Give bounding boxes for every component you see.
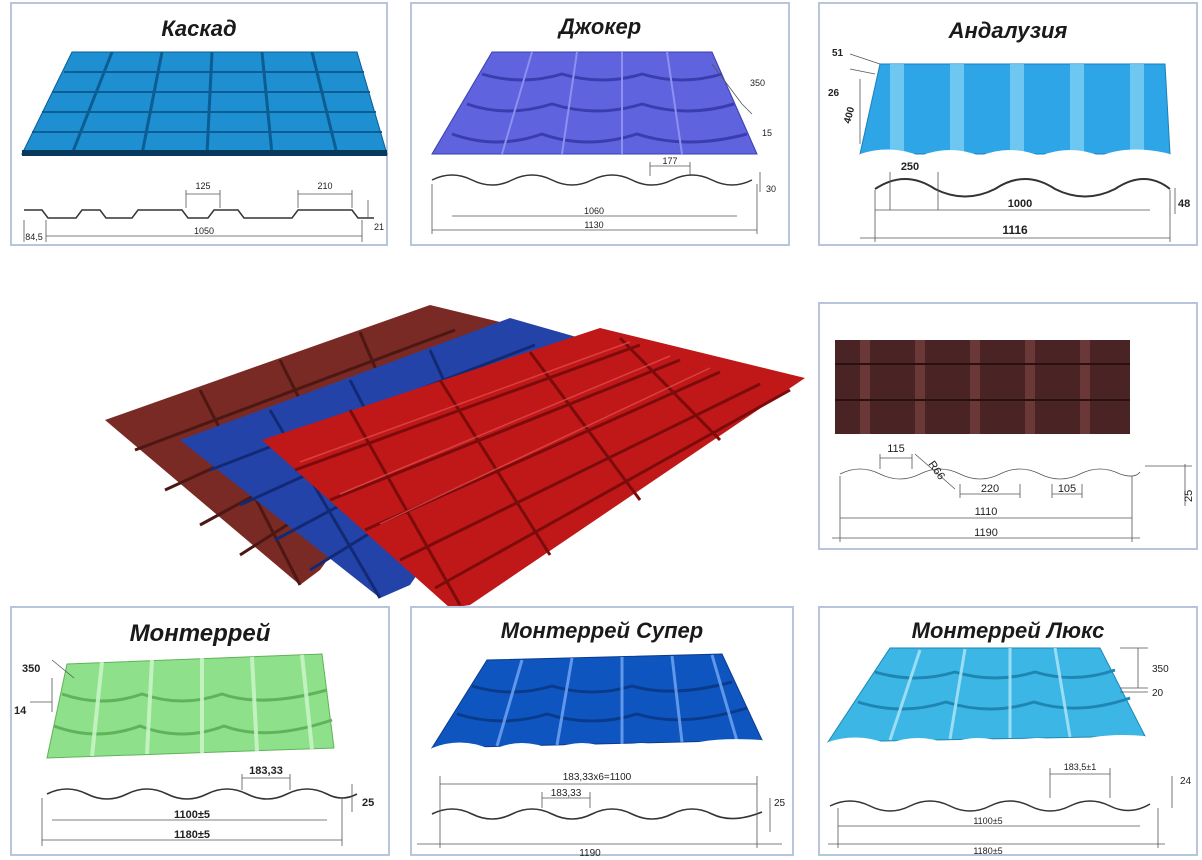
dim-label: 183,33 (551, 788, 582, 799)
panel-kaskad: Каскад 125 210 84,5 1050 (10, 2, 388, 246)
dim-label: 220 (981, 483, 999, 495)
dim-label: 105 (1058, 483, 1076, 495)
sheet-red (262, 328, 805, 608)
dim-label: 25 (362, 797, 374, 809)
dim-label: 30 (766, 184, 776, 194)
dim-label: 250 (901, 161, 919, 173)
dim-label: 1110 (975, 506, 998, 518)
dim-label: 25 (774, 798, 786, 809)
dim-label: 177 (662, 156, 677, 166)
panel-monterrey: Монтеррей 350 14 183,33 25 1100±5 1180±5 (10, 606, 390, 856)
dim-label: 183,5±1 (1064, 762, 1096, 772)
panel-joker: Джокер 350 15 177 30 1060 1130 (410, 2, 790, 246)
dim-label: 1116 (1002, 223, 1028, 237)
dim-label: 350 (750, 78, 765, 88)
panel-title: Монтеррей Супер (500, 618, 704, 643)
dim-label: 1050 (194, 226, 214, 236)
dim-label: 400 (842, 105, 857, 124)
dim-label: 1000 (1008, 198, 1032, 210)
sheet-brown (105, 305, 500, 585)
sheet-blue (180, 318, 580, 598)
panel-title: Каскад (161, 16, 237, 41)
dim-label: 1100±5 (973, 816, 1002, 826)
monterrey-lux-drawing: 350 20 183,5±1 24 1100±5 1180±5 (827, 647, 1192, 856)
dim-label: 1190 (974, 527, 998, 539)
dim-label: 25 (1183, 490, 1195, 502)
dim-label: 1190 (579, 848, 601, 859)
dim-label: 350 (22, 663, 40, 675)
dim-label: 1180±5 (174, 829, 210, 841)
dim-label: 21 (374, 222, 384, 232)
panel-monterrey-lux: Монтеррей Люкс 350 20 183,5±1 24 1100±5 … (818, 606, 1198, 856)
brown-profile-drawing: 115 R66 220 105 1110 25 1190 (832, 340, 1195, 542)
dim-label: 84,5 (25, 232, 43, 242)
dim-label: 1100±5 (174, 809, 210, 821)
joker-drawing: 350 15 177 30 1060 1130 (431, 51, 776, 234)
dim-label: 350 (1152, 664, 1169, 675)
panel-title: Монтеррей Люкс (911, 618, 1105, 643)
dim-label: 210 (317, 181, 332, 191)
panel-title: Джокер (558, 14, 642, 39)
andalusia-drawing: 51 26 400 250 1000 48 1116 (828, 48, 1190, 242)
dim-label: 48 (1178, 198, 1190, 210)
dim-label: 115 (887, 443, 905, 455)
dim-label: 1060 (584, 206, 604, 216)
dim-label: 20 (1152, 688, 1164, 699)
panel-title: Монтеррей (129, 620, 271, 647)
monterrey-drawing: 350 14 183,33 25 1100±5 1180±5 (14, 653, 374, 846)
panel-andalusia: Андалузия 51 26 400 250 1000 48 1116 (818, 2, 1198, 246)
panel-brown-profile: 115 R66 220 105 1110 25 1190 (818, 302, 1198, 550)
dim-label: 1130 (584, 220, 603, 230)
dim-label: 183,33х6=1100 (563, 772, 632, 783)
dim-label: 51 (832, 48, 844, 59)
dim-label: 1180±5 (973, 846, 1002, 856)
dim-label: 14 (14, 705, 27, 717)
dim-label: 183,33 (249, 765, 283, 777)
dim-label: 24 (1180, 776, 1192, 787)
dim-label: 125 (195, 181, 210, 191)
panel-monterrey-super: Монтеррей Супер 183,33х6=1100 183,33 25 … (410, 606, 794, 859)
panel-title: Андалузия (948, 18, 1068, 43)
kaskad-drawing: 125 210 84,5 1050 21 (21, 51, 388, 242)
monterrey-super-drawing: 183,33х6=1100 183,33 25 1190 (417, 653, 786, 859)
dim-label: 15 (762, 128, 772, 138)
dim-label: 26 (828, 88, 840, 99)
